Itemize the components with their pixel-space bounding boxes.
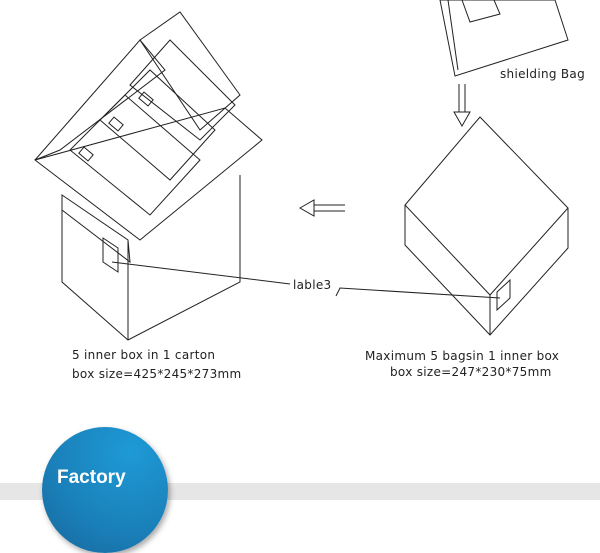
carton-caption-line2: box size=425*245*273mm bbox=[72, 367, 242, 381]
lable3-label: lable3 bbox=[293, 278, 332, 292]
label-leader-lines bbox=[111, 261, 501, 299]
packaging-diagram bbox=[33, 0, 569, 341]
carton-caption-line1: 5 inner box in 1 carton bbox=[72, 348, 216, 362]
down-arrow-icon bbox=[453, 84, 471, 128]
carton-drawing bbox=[33, 11, 263, 341]
shielding-bag-label: shielding Bag bbox=[500, 67, 585, 81]
shielding-bag-drawing bbox=[439, 0, 569, 77]
left-arrow-icon bbox=[298, 199, 345, 217]
factory-badge-label: Factory bbox=[57, 467, 126, 488]
inner-box-drawing bbox=[404, 116, 569, 336]
inner-box-caption-line2: box size=247*230*75mm bbox=[390, 365, 552, 379]
inner-box-caption-line1: Maximum 5 bagsin 1 inner box bbox=[365, 349, 560, 363]
factory-badge: Factory bbox=[42, 427, 168, 553]
